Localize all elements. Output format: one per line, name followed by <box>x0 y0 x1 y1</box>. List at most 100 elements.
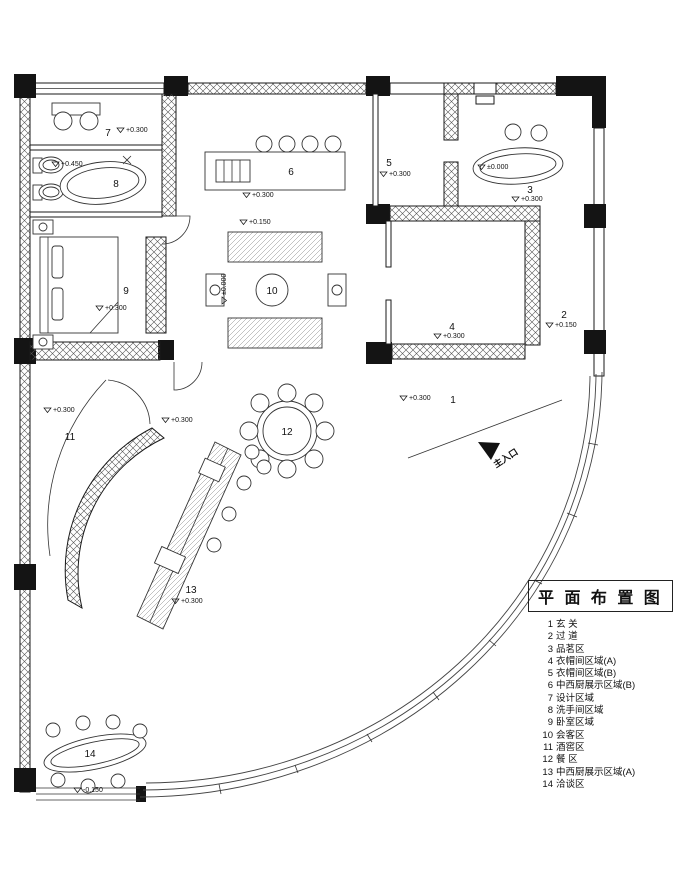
entrance-arrow-icon <box>478 442 500 460</box>
wall-room4-top <box>389 205 541 222</box>
svg-text:+0.450: +0.450 <box>61 161 83 168</box>
door-cellar <box>107 379 151 425</box>
meeting-chair <box>45 722 61 738</box>
elevation-marker-10-datum: ±0.000 <box>221 274 228 305</box>
dining-chair <box>304 393 324 413</box>
side-table-lamp <box>331 284 343 296</box>
pillow <box>51 245 64 279</box>
svg-text:+0.300: +0.300 <box>409 395 431 402</box>
tea-table <box>472 147 564 185</box>
pillow <box>51 287 64 321</box>
svg-text:+0.300: +0.300 <box>171 417 193 424</box>
design-chair <box>79 111 99 131</box>
dining-table-inner <box>262 406 312 456</box>
blanket-fold <box>89 301 119 334</box>
stool <box>324 135 342 153</box>
tea-stool <box>530 124 548 142</box>
stool <box>301 135 319 153</box>
room-number-6: 6 <box>288 167 294 178</box>
elevation-marker-5: +0.300 <box>379 171 411 178</box>
svg-text:+0.150: +0.150 <box>555 322 577 329</box>
bar-stool <box>221 506 237 522</box>
wall-left <box>19 77 31 793</box>
toilet-bowl <box>42 159 60 171</box>
bathtub <box>59 161 147 205</box>
elevation-marker-9: +0.300 <box>95 305 127 312</box>
svg-text:-0.150: -0.150 <box>83 787 103 794</box>
bar-stool <box>206 537 222 553</box>
wall-top-a <box>187 82 367 95</box>
sofa <box>227 317 323 349</box>
room-number-3: 3 <box>527 185 533 196</box>
door-leaf-top <box>475 95 495 105</box>
entrance-step-line <box>407 399 563 459</box>
room-number-4: 4 <box>449 322 455 333</box>
side-table-lamp <box>209 284 221 296</box>
svg-text:+0.300: +0.300 <box>181 598 203 605</box>
wall-room4-left-a <box>385 220 392 268</box>
glass-mullion-ticks <box>218 442 599 795</box>
room-number-13: 13 <box>185 585 197 596</box>
elevation-marker-3: +0.300 <box>511 196 543 203</box>
wall-room5-3a <box>443 93 459 141</box>
elevation-marker-6: +0.300 <box>242 192 274 199</box>
lamp <box>38 337 48 347</box>
svg-text:+0.300: +0.300 <box>443 333 465 340</box>
design-chair <box>53 111 73 131</box>
room-number-10: 10 <box>266 286 278 297</box>
svg-text:±0.000: ±0.000 <box>487 164 508 171</box>
wall-room4-left-b <box>385 299 392 345</box>
elevation-marker-4: +0.300 <box>433 333 465 340</box>
wine-rack-line <box>47 379 107 557</box>
elevation-marker-8: +0.450 <box>51 161 83 168</box>
elevation-marker-2: +0.150 <box>545 322 577 329</box>
room-number-7: 7 <box>105 128 111 139</box>
meeting-chair <box>50 772 66 788</box>
wall-below-bedroom <box>29 341 161 361</box>
wall-room5-left <box>372 93 379 207</box>
sink-grid <box>223 160 241 182</box>
elevation-marker-7: +0.300 <box>116 127 148 134</box>
furniture-group <box>32 102 564 794</box>
dining-chair <box>277 383 297 403</box>
wine-cellar-wall <box>64 427 165 610</box>
dining-chair <box>315 421 335 441</box>
room-number-1: 1 <box>450 395 456 406</box>
elevation-marker-12: +0.300 <box>161 417 193 424</box>
stool <box>255 135 273 153</box>
bidet-bowl <box>42 186 60 198</box>
wall-top-d <box>495 82 557 95</box>
meeting-table <box>43 733 147 773</box>
wall-room5-3b <box>443 161 459 207</box>
sofa <box>227 231 323 263</box>
wall-room4-right <box>524 220 541 346</box>
stool <box>278 135 296 153</box>
dining-chair <box>277 459 297 479</box>
room-number-11: 11 <box>65 432 76 443</box>
wardrobe-strip <box>145 236 167 334</box>
faucet-cross-icon <box>122 155 132 165</box>
wall-studio-bath <box>29 144 163 151</box>
svg-text:±0.000: ±0.000 <box>221 274 228 295</box>
meeting-chair <box>110 773 126 789</box>
dining-chair <box>250 393 270 413</box>
door-top <box>473 82 497 95</box>
svg-text:+0.300: +0.300 <box>521 196 543 203</box>
svg-text:+0.300: +0.300 <box>105 305 127 312</box>
room-number-12: 12 <box>281 427 293 438</box>
columns-group <box>14 74 606 802</box>
